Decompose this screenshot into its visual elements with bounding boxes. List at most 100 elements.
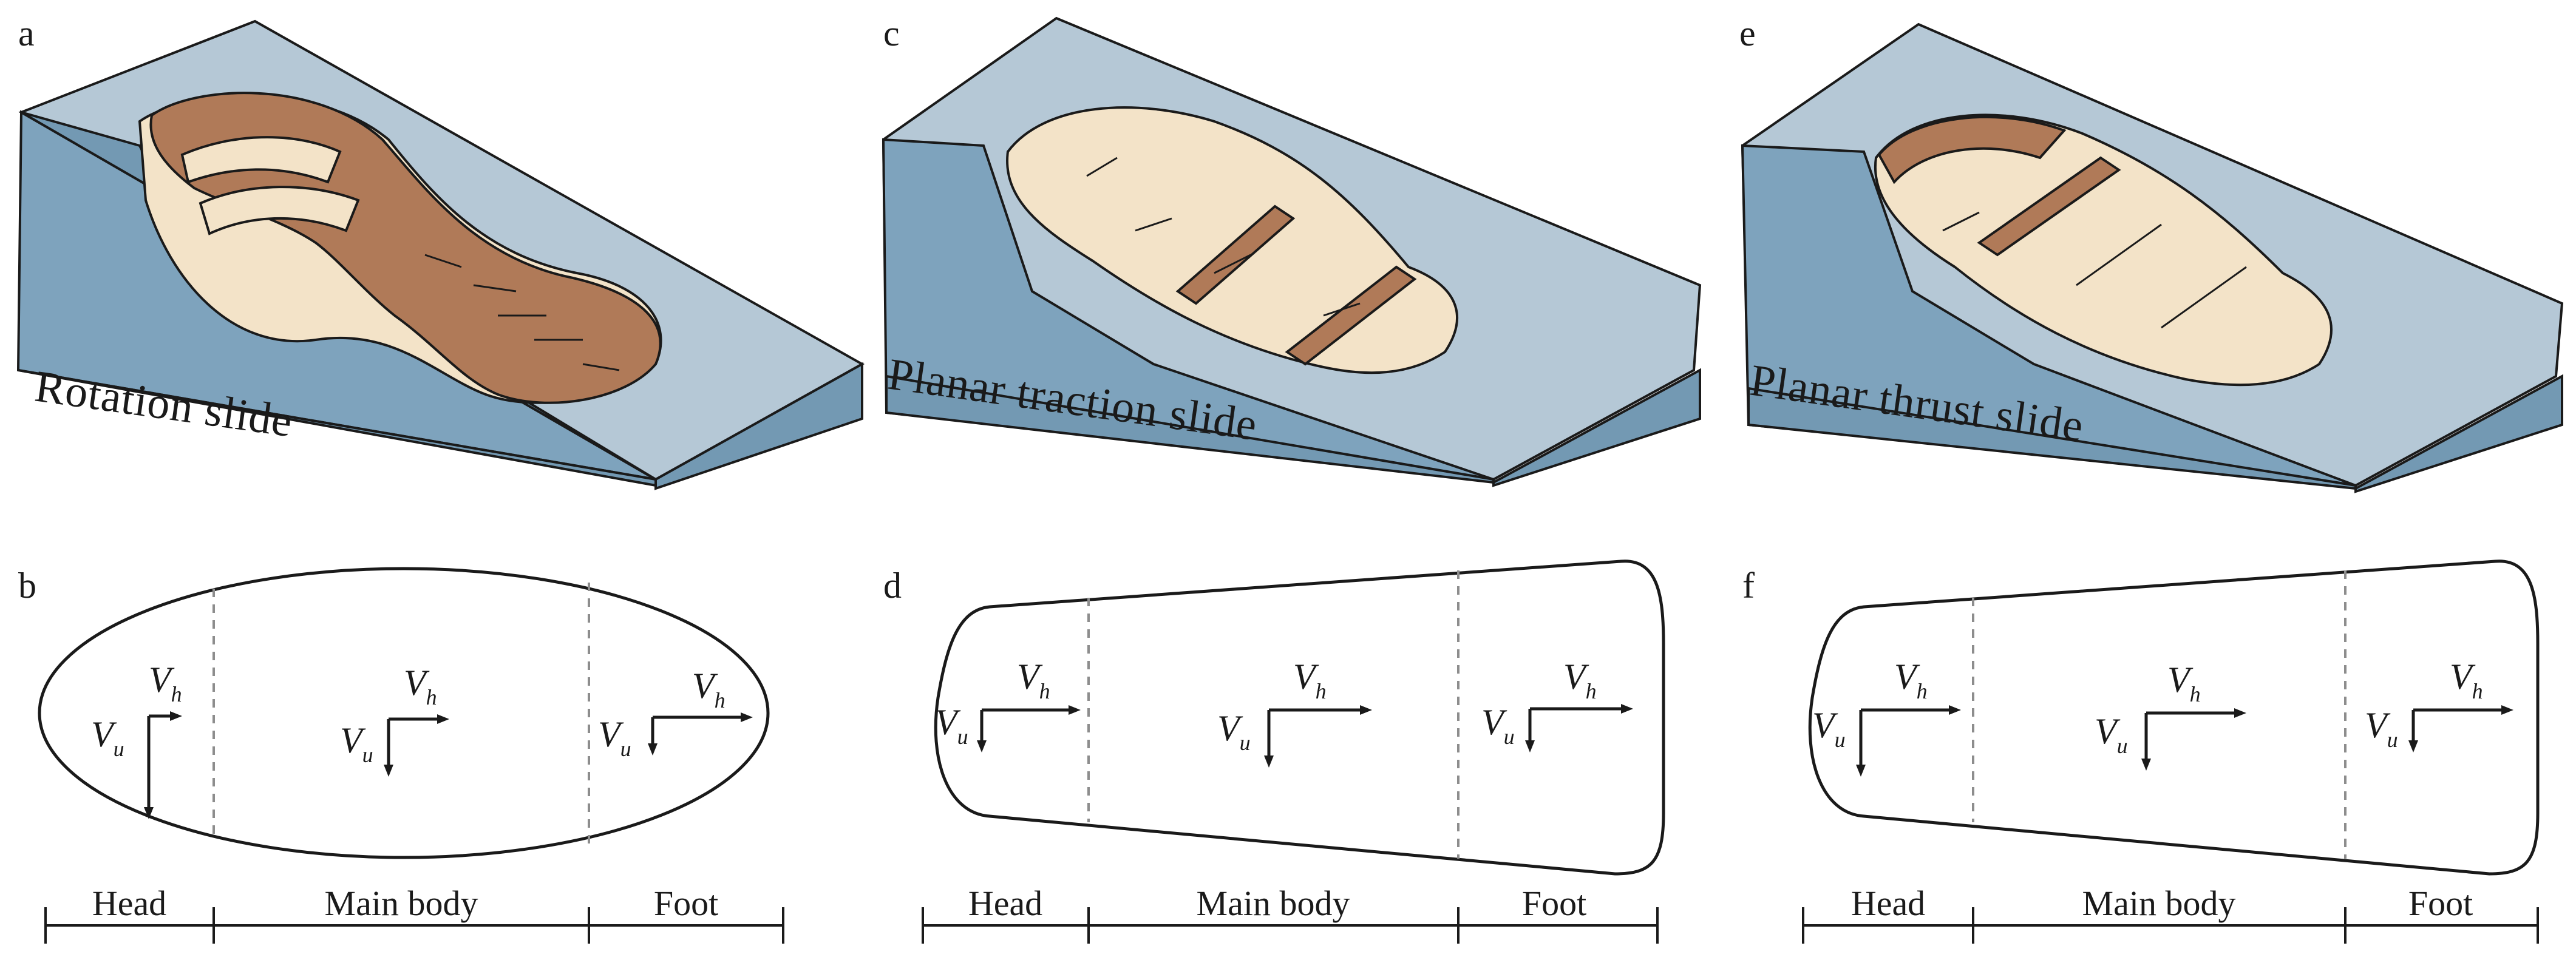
arrow-h [1949, 705, 1961, 715]
slide-cracks [1086, 157, 1361, 317]
slide-cracks [1942, 211, 2247, 329]
arrow-u [1856, 765, 1866, 777]
label-vh: Vh [1563, 657, 1597, 703]
slide-band-1 [180, 136, 342, 184]
arrow-h [2234, 708, 2246, 718]
segment-scale: Head Main body Foot [922, 884, 1659, 944]
slide-cracks [424, 254, 620, 371]
slide-band-1 [1175, 205, 1296, 305]
arrow-u [384, 765, 393, 777]
slope-toe-face [1492, 368, 1701, 487]
arrow-h [1360, 705, 1372, 715]
planar-thrust-block [1741, 22, 2564, 493]
panel-f: f Vh Vu Vh Vu Vh Vu [1742, 559, 2540, 944]
vector-axes [1528, 707, 1621, 746]
arrow-u [1264, 756, 1274, 768]
arrow-h [2501, 705, 2513, 715]
vector-axes [147, 714, 170, 813]
label-vu: Vu [1481, 702, 1515, 749]
arrow-h [437, 714, 449, 724]
panel-letter-b: b [18, 566, 36, 606]
arrow-u [2141, 759, 2151, 771]
planar-traction-block [882, 16, 1702, 487]
velocity-vector-foot: Vh Vu [1481, 657, 1633, 752]
arrow-u [144, 807, 154, 819]
velocity-vector-main: Vh Vu [340, 663, 449, 777]
velocity-vector-head: Vh Vu [1812, 657, 1961, 777]
label-head: Head [92, 884, 166, 923]
label-vu: Vu [935, 702, 968, 749]
velocity-vector-foot: Vh Vu [598, 666, 753, 761]
arrow-u [1525, 740, 1535, 752]
label-vh: Vh [1293, 657, 1327, 703]
label-vu: Vu [598, 714, 631, 761]
vector-axes [651, 715, 741, 749]
velocity-vector-main: Vh Vu [2095, 660, 2246, 771]
slide-band-head [1877, 115, 2067, 184]
label-vu: Vu [1217, 708, 1251, 755]
label-vh: Vh [2450, 657, 2483, 703]
label-vh: Vh [2167, 660, 2201, 706]
panel-d: d Vh Vu Vh Vu Vh Vu [883, 559, 1665, 944]
slide-outline-trapezoid [1808, 559, 2540, 876]
label-vu: Vu [2095, 711, 2128, 758]
panel-letter-d: d [883, 566, 902, 606]
panel-letter-c: c [883, 13, 900, 53]
label-vu: Vu [91, 714, 124, 761]
label-vu: Vu [2365, 705, 2398, 752]
slide-band-2 [1285, 265, 1417, 366]
label-head: Head [1851, 884, 1925, 923]
label-foot: Foot [2408, 884, 2473, 923]
label-main-body: Main body [325, 884, 478, 923]
label-vh: Vh [692, 666, 726, 712]
label-vu: Vu [340, 720, 373, 767]
velocity-vector-head: Vh Vu [91, 660, 182, 819]
slide-mass-light [1874, 113, 2333, 387]
label-vh: Vh [1894, 657, 1928, 703]
arrow-u [977, 740, 987, 752]
slope-toe-face [2354, 374, 2563, 493]
vector-axes [2144, 711, 2234, 765]
slope-front-face [885, 374, 1495, 484]
panel-letter-e: e [1739, 13, 1756, 53]
slide-band-2 [199, 186, 360, 235]
velocity-vector-head: Vh Vu [935, 657, 1081, 752]
panel-e: e Planar thrust slide [1739, 13, 2564, 493]
label-vu: Vu [1812, 705, 1846, 752]
panel-b: b Vh Vu Vh Vu Vh Vu [18, 566, 784, 944]
segment-scale: Head Main body Foot [44, 884, 784, 944]
label-vh: Vh [149, 660, 182, 706]
vector-axes [1267, 708, 1360, 762]
label-main-body: Main body [2082, 884, 2236, 923]
rotation-slide-block [16, 19, 865, 490]
slide-outline-trapezoid [934, 559, 1665, 876]
arrow-h [1621, 704, 1633, 714]
arrow-u [648, 743, 658, 756]
slide-band-1 [1977, 156, 2121, 257]
slope-toe-face [654, 362, 863, 490]
arrow-u [2408, 740, 2418, 752]
panel-c: c Planar traction slide [882, 13, 1702, 487]
panel-a: a Rotation slide [16, 13, 865, 490]
vector-axes [1859, 708, 1949, 771]
vector-axes [387, 717, 437, 771]
segment-scale: Head Main body Foot [1802, 884, 2539, 944]
vector-axes [2411, 708, 2501, 746]
label-foot: Foot [654, 884, 718, 923]
arrow-h [741, 712, 753, 722]
panel-letter-f: f [1742, 566, 1755, 606]
slope-front-face [1747, 387, 2357, 490]
vector-axes [980, 708, 1069, 746]
label-vh: Vh [1017, 657, 1050, 703]
label-main-body: Main body [1197, 884, 1350, 923]
label-foot: Foot [1522, 884, 1586, 923]
velocity-vector-foot: Vh Vu [2365, 657, 2513, 752]
label-head: Head [968, 884, 1042, 923]
panel-letter-a: a [18, 13, 35, 53]
arrow-h [1069, 705, 1081, 715]
slide-outline-ellipse [38, 567, 770, 859]
label-vh: Vh [404, 663, 437, 709]
velocity-vector-main: Vh Vu [1217, 657, 1372, 768]
arrow-h [170, 711, 182, 721]
